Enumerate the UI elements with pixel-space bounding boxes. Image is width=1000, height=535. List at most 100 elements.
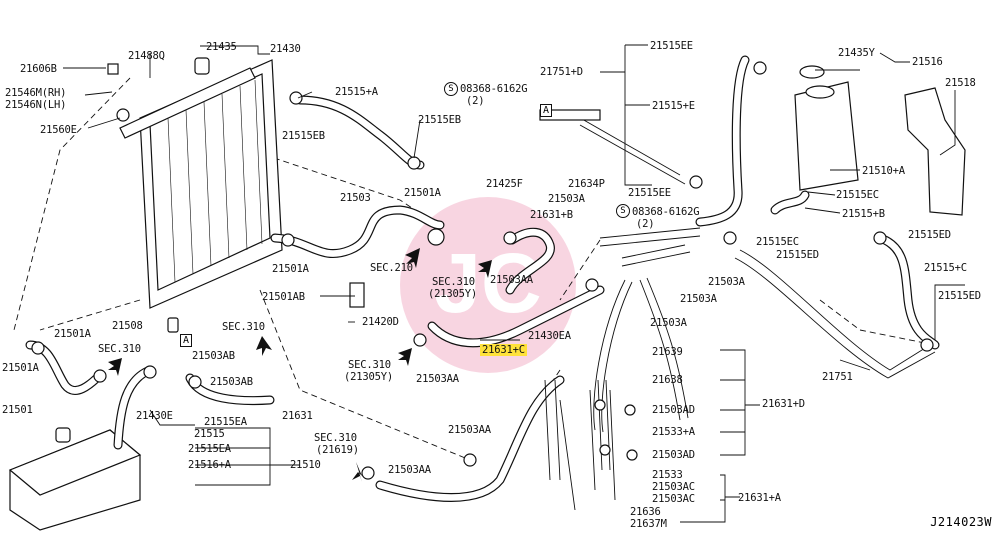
part-label: 21533+A xyxy=(652,426,695,438)
part-label: 21503AA xyxy=(416,373,459,385)
part-label: 21503AC xyxy=(652,481,695,493)
part-label: 21638 xyxy=(652,374,683,386)
part-label: 21435 xyxy=(206,41,237,53)
part-label: 21508 xyxy=(112,320,143,332)
part-label: 21503AD xyxy=(652,404,695,416)
part-label: 21503A xyxy=(708,276,745,288)
part-label: 21420D xyxy=(362,316,399,328)
part-label: 21631+D xyxy=(762,398,805,410)
part-label: SEC.310 xyxy=(98,343,141,355)
part-label: 08368-6162G xyxy=(460,83,528,95)
part-label: 21533 xyxy=(652,469,683,481)
part-label: 21634P xyxy=(568,178,605,190)
part-label: 21515EB xyxy=(418,114,461,126)
part-label: 21501 xyxy=(2,404,33,416)
part-label: (21305Y) xyxy=(428,288,477,300)
part-label: 21636 xyxy=(630,506,661,518)
part-label: 21503A xyxy=(680,293,717,305)
part-label: 21503AD xyxy=(652,449,695,461)
leader-lines xyxy=(63,44,965,523)
part-label: 21503AA xyxy=(448,424,491,436)
reference-box-a: A xyxy=(180,334,192,347)
part-label: 21546M(RH) xyxy=(5,87,67,99)
reserve-tank xyxy=(8,427,142,531)
part-label: 21637M xyxy=(630,518,667,530)
part-label: 21501A xyxy=(2,362,39,374)
part-label: 21515ED xyxy=(938,290,981,302)
part-label: 21515EE xyxy=(650,40,693,52)
part-label: 21515EC xyxy=(836,189,879,201)
diagram-code: J214023W xyxy=(930,515,992,529)
guide-line xyxy=(819,299,936,346)
part-label: 21501A xyxy=(404,187,441,199)
screw-symbol: S xyxy=(444,82,458,96)
part-label: SEC.210 xyxy=(370,262,413,274)
part-label: 21430EA xyxy=(528,330,571,342)
part-label: 21751+D xyxy=(540,66,583,78)
part-label: 21518 xyxy=(945,77,976,89)
expansion-tank xyxy=(794,65,859,191)
part-label: (21305Y) xyxy=(344,371,393,383)
guide-line xyxy=(13,77,131,331)
part-label: 21503AB xyxy=(210,376,253,388)
part-label: 21515+E xyxy=(652,100,695,112)
part-label: 21515ED xyxy=(776,249,819,261)
hoses xyxy=(25,55,940,502)
part-label: (21619) xyxy=(316,444,359,456)
radiator xyxy=(119,57,283,309)
part-label: 21515EC xyxy=(756,236,799,248)
svg-text:JC: JC xyxy=(434,236,541,330)
part-label: 21510+A xyxy=(862,165,905,177)
part-label: 21639 xyxy=(652,346,683,358)
part-label: 21516+A xyxy=(188,459,231,471)
part-label: 21425F xyxy=(486,178,523,190)
part-label: (2) xyxy=(636,218,655,230)
part-label: 21631+B xyxy=(530,209,573,221)
part-label: 21501AB xyxy=(262,291,305,303)
part-label: 21515EA xyxy=(188,443,231,455)
guide-line xyxy=(559,239,601,301)
part-label: 21435Y xyxy=(838,47,875,59)
part-label: 21515ED xyxy=(908,229,951,241)
reference-box-a: A xyxy=(540,104,552,117)
part-label: 21503AA xyxy=(490,274,533,286)
part-label: 21751 xyxy=(822,371,853,383)
part-label: SEC.310 xyxy=(348,359,391,371)
part-label: 21560E xyxy=(40,124,77,136)
part-label: (2) xyxy=(466,95,485,107)
bracket xyxy=(904,87,966,216)
part-label: 21430 xyxy=(270,43,301,55)
clamps xyxy=(31,61,934,480)
part-label: 21515+A xyxy=(335,86,378,98)
part-label: 21515+B xyxy=(842,208,885,220)
part-label: 21503A xyxy=(650,317,687,329)
part-label: 21503AC xyxy=(652,493,695,505)
part-label: 21515EA xyxy=(204,416,247,428)
highlighted-part-label: 21631+C xyxy=(480,344,527,356)
part-label: 21503AB xyxy=(192,350,235,362)
part-label: 21631 xyxy=(282,410,313,422)
part-label: SEC.310 xyxy=(222,321,265,333)
part-label: 21516 xyxy=(912,56,943,68)
part-label: SEC.310 xyxy=(432,276,475,288)
part-label: 21631+A xyxy=(738,492,781,504)
part-label: 21546N(LH) xyxy=(5,99,67,111)
part-label: 21503AA xyxy=(388,464,431,476)
part-label: SEC.310 xyxy=(314,432,357,444)
part-label: 08368-6162G xyxy=(632,206,700,218)
part-label: 21488Q xyxy=(128,50,165,62)
part-label: 21501A xyxy=(272,263,309,275)
part-label: 21606B xyxy=(20,63,57,75)
flow-arrows xyxy=(108,248,492,482)
pipes xyxy=(544,114,936,481)
part-label: 21510 xyxy=(290,459,321,471)
part-label: 21503 xyxy=(340,192,371,204)
guide-line xyxy=(39,299,141,331)
part-label: 21515 xyxy=(194,428,225,440)
guide-line xyxy=(259,289,471,461)
part-label: 21430E xyxy=(136,410,173,422)
part-label: 21515+C xyxy=(924,262,967,274)
part-label: 21515EB xyxy=(282,130,325,142)
part-label: 21515EE xyxy=(628,187,671,199)
